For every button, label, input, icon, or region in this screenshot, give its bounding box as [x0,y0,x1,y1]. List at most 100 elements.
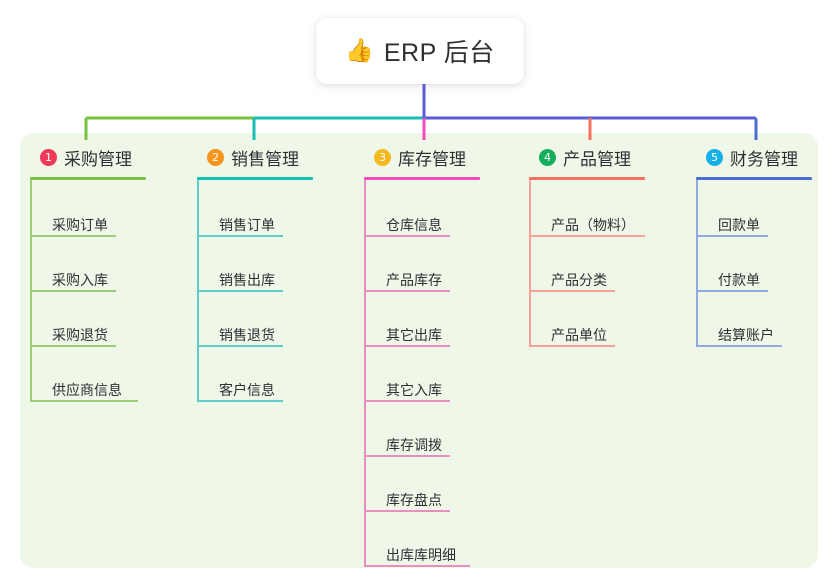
leaf-item-rule [529,290,615,292]
leaf-item[interactable]: 采购入库 [30,237,146,292]
column-spine [696,180,698,347]
column-items: 销售订单销售出库销售退货客户信息 [197,180,313,402]
leaf-item[interactable]: 回款单 [696,180,812,237]
column-header-2[interactable]: 2 销售管理 [197,145,313,169]
column-items: 回款单付款单结算账户 [696,180,812,347]
column-items: 产品（物料） 产品分类产品单位 [529,180,645,347]
column-number-badge: 3 [374,148,391,166]
leaf-item-rule [30,290,116,292]
leaf-item[interactable]: 产品分类 [529,237,645,292]
column-header-rule [30,177,146,180]
diagram-background-panel [20,133,818,568]
leaf-item-label: 付款单 [718,272,760,288]
leaf-item-label: 结算账户 [718,327,774,343]
column-2: 2 销售管理销售订单销售出库销售退货客户信息 [197,145,313,402]
column-number-badge: 1 [40,148,57,166]
column-header-5[interactable]: 5 财务管理 [696,145,812,169]
leaf-item-label: 销售退货 [219,327,275,343]
leaf-item[interactable]: 客户信息 [197,347,313,402]
column-4: 4 产品管理产品（物料） 产品分类产品单位 [529,145,645,347]
leaf-item[interactable]: 其它出库 [364,292,480,347]
leaf-item-rule [696,290,768,292]
leaf-item-label: 产品库存 [386,272,442,288]
leaf-item-rule [30,400,138,402]
column-5: 5 财务管理回款单付款单结算账户 [696,145,812,347]
column-spine [529,180,531,347]
leaf-item[interactable]: 产品单位 [529,292,645,347]
column-number-badge: 2 [207,148,224,166]
leaf-item[interactable]: 库存调拨 [364,402,480,457]
leaf-item-label: 产品分类 [551,272,607,288]
root-node-title: ERP 后台 [383,39,495,67]
column-number-badge: 4 [539,148,556,166]
leaf-item-label: 库存调拨 [386,437,442,453]
leaf-item-label: 其它出库 [386,327,442,343]
leaf-item[interactable]: 仓库信息 [364,180,480,237]
leaf-item-rule [364,290,450,292]
column-items: 采购订单采购入库采购退货供应商信息 [30,180,146,402]
column-header-1[interactable]: 1 采购管理 [30,145,146,169]
leaf-item-rule [197,400,283,402]
leaf-item-label: 采购入库 [52,272,108,288]
leaf-item-rule [364,345,450,347]
leaf-item-label: 采购订单 [52,217,108,233]
leaf-item-label: 其它入库 [386,382,442,398]
leaf-item[interactable]: 销售退货 [197,292,313,347]
leaf-item-label: 回款单 [718,217,760,233]
leaf-item[interactable]: 结算账户 [696,292,812,347]
thumbs-up-icon: 👍 [345,37,374,64]
column-3: 3 库存管理仓库信息产品库存其它出库其它入库库存调拨库存盘点出库库明细 [364,145,480,567]
leaf-item[interactable]: 付款单 [696,237,812,292]
leaf-item[interactable]: 采购订单 [30,180,146,237]
column-header-rule [529,177,645,180]
leaf-item-rule [529,345,615,347]
leaf-item-label: 出库库明细 [386,547,456,563]
leaf-item-rule [529,235,645,237]
column-title: 产品管理 [563,149,631,169]
leaf-item[interactable]: 产品（物料） [529,180,645,237]
column-title: 销售管理 [231,149,299,169]
leaf-item[interactable]: 库存盘点 [364,457,480,512]
leaf-item-label: 产品单位 [551,327,607,343]
leaf-item-rule [197,345,283,347]
leaf-item-rule [197,235,283,237]
leaf-item-rule [364,235,450,237]
leaf-item-label: 客户信息 [219,382,275,398]
leaf-item[interactable]: 销售出库 [197,237,313,292]
column-header-4[interactable]: 4 产品管理 [529,145,645,169]
leaf-item[interactable]: 采购退货 [30,292,146,347]
column-1: 1 采购管理采购订单采购入库采购退货供应商信息 [30,145,146,402]
leaf-item[interactable]: 销售订单 [197,180,313,237]
leaf-item-rule [696,345,782,347]
leaf-item-label: 采购退货 [52,327,108,343]
leaf-item-rule [696,235,768,237]
leaf-item-label: 仓库信息 [386,217,442,233]
leaf-item[interactable]: 产品库存 [364,237,480,292]
leaf-item[interactable]: 供应商信息 [30,347,146,402]
root-node-card[interactable]: 👍 ERP 后台 [316,18,524,84]
leaf-item-label: 销售出库 [219,272,275,288]
column-items: 仓库信息产品库存其它出库其它入库库存调拨库存盘点出库库明细 [364,180,480,567]
leaf-item-label: 产品（物料） [551,217,635,233]
leaf-item-rule [364,565,470,567]
column-header-3[interactable]: 3 库存管理 [364,145,480,169]
leaf-item-rule [30,345,116,347]
column-spine [364,180,366,567]
leaf-item[interactable]: 出库库明细 [364,512,480,567]
column-header-rule [197,177,313,180]
column-title: 采购管理 [64,149,132,169]
leaf-item-label: 库存盘点 [386,492,442,508]
column-header-rule [696,177,812,180]
column-number-badge: 5 [706,148,723,166]
column-title: 财务管理 [730,149,798,169]
column-title: 库存管理 [398,149,466,169]
leaf-item-rule [364,455,450,457]
leaf-item-rule [197,290,283,292]
column-header-rule [364,177,480,180]
leaf-item-rule [364,510,450,512]
leaf-item-label: 销售订单 [219,217,275,233]
leaf-item[interactable]: 其它入库 [364,347,480,402]
leaf-item-rule [364,400,450,402]
leaf-item-rule [30,235,116,237]
